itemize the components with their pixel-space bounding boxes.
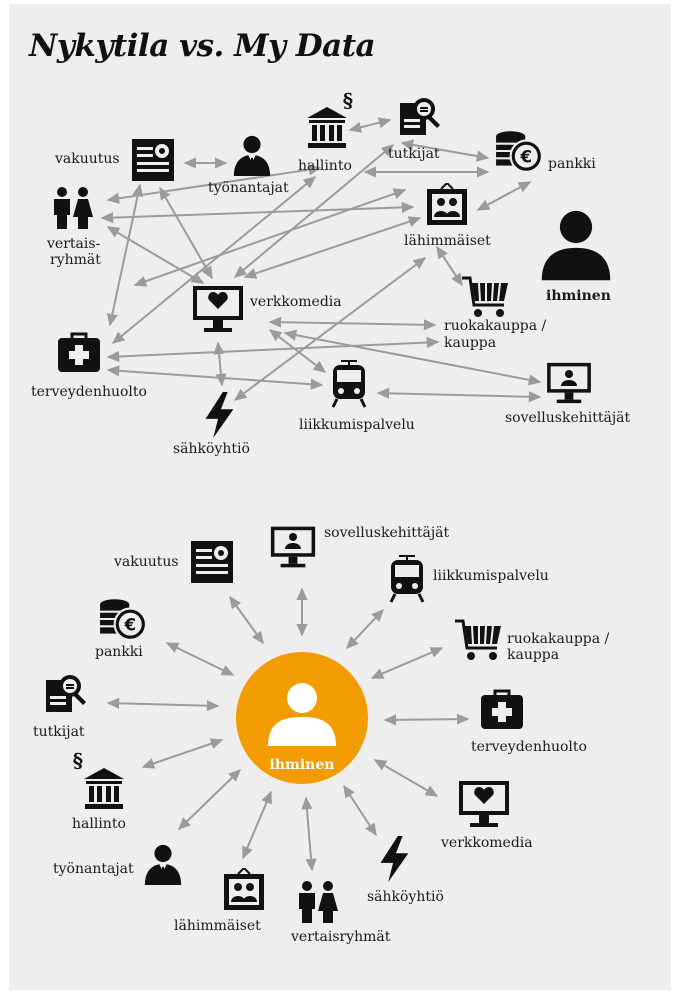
peer-group-icon xyxy=(299,881,338,923)
top-verkkomedia-node: verkkomedia xyxy=(193,286,342,332)
top-hallinto-node: hallinto xyxy=(298,90,354,174)
bottom-vakuutus-label: vakuutus xyxy=(113,554,179,570)
top-tutkijat-node: tutkijat xyxy=(388,98,440,162)
paragraph-sign-icon xyxy=(342,90,354,112)
top-ruokakauppa-label-2: kauppa xyxy=(444,335,496,351)
top-verkkomedia-label: verkkomedia xyxy=(249,294,342,310)
top-terveydenhuolto-label: terveydenhuolto xyxy=(31,384,147,400)
peer-group-icon xyxy=(54,187,93,229)
bottom-tutkijat-node: tutkijat xyxy=(33,675,86,740)
top-vertaisryhmat-node: vertais- ryhmät xyxy=(46,187,101,268)
government-building-icon xyxy=(307,107,347,148)
train-icon xyxy=(389,555,425,603)
top-sahkoyhtio-node: sähköyhtiö xyxy=(173,392,250,457)
bottom-tyonantajat-node: työnantajat xyxy=(53,844,182,885)
top-ruokakauppa-node: ruokakauppa / kauppa xyxy=(444,276,547,351)
employer-person-icon xyxy=(144,844,182,885)
employer-person-icon xyxy=(233,135,271,176)
shopping-cart-icon xyxy=(455,619,503,662)
insurance-document-icon xyxy=(191,541,233,583)
hub-person-icon xyxy=(268,683,336,746)
family-frame-icon xyxy=(223,868,265,911)
top-terveydenhuolto-node: terveydenhuolto xyxy=(31,332,147,400)
top-tyonantajat-label: työnantajat xyxy=(208,180,289,196)
bottom-sovelluskehittajat-node: sovelluskehittäjät xyxy=(270,525,450,568)
bottom-ruokakauppa-label-1: ruokakauppa / xyxy=(507,631,610,647)
top-ruokakauppa-label-1: ruokakauppa / xyxy=(444,318,547,334)
ihminen-hub: ihminen xyxy=(236,652,368,784)
medkit-icon xyxy=(57,332,101,374)
top-sovelluskehittajat-node: sovelluskehittäjät xyxy=(505,362,631,426)
hub-ihminen-label: ihminen xyxy=(270,757,335,773)
current-state-connections xyxy=(100,117,542,403)
medkit-icon xyxy=(480,689,524,731)
top-tyonantajat-node: työnantajat xyxy=(208,135,289,196)
top-vakuutus-node: vakuutus xyxy=(54,139,174,181)
bottom-vertaisryhmat-label: vertaisryhmät xyxy=(290,929,391,945)
top-lahimmaiset-node: lähimmäiset xyxy=(404,183,491,249)
top-ihminen-node: ihminen xyxy=(541,210,611,304)
insurance-document-icon xyxy=(132,139,174,181)
bottom-ruokakauppa-node: ruokakauppa / kauppa xyxy=(455,619,610,663)
bottom-vakuutus-node: vakuutus xyxy=(113,541,233,583)
family-frame-icon xyxy=(426,183,468,226)
bottom-vertaisryhmat-node: vertaisryhmät xyxy=(290,881,391,945)
bottom-sahkoyhtio-node: sähköyhtiö xyxy=(367,836,444,905)
top-lahimmaiset-label: lähimmäiset xyxy=(404,233,491,249)
bottom-terveydenhuolto-node: terveydenhuolto xyxy=(471,689,587,755)
top-vertaisryhmat-label-1: vertais- xyxy=(46,236,101,252)
bottom-lahimmaiset-node: lähimmäiset xyxy=(174,868,265,934)
top-vakuutus-label: vakuutus xyxy=(54,151,120,167)
bottom-sovelluskehittajat-label: sovelluskehittäjät xyxy=(324,525,450,541)
bottom-tyonantajat-label: työnantajat xyxy=(53,861,134,877)
coins-euro-icon xyxy=(99,598,147,641)
page-title: Nykytila vs. My Data xyxy=(29,28,376,64)
top-pankki-label: pankki xyxy=(548,156,596,172)
bottom-verkkomedia-node: verkkomedia xyxy=(440,781,533,851)
bottom-pankki-node: pankki xyxy=(95,598,147,660)
top-sahkoyhtio-label: sähköyhtiö xyxy=(173,441,250,457)
research-magnifier-icon xyxy=(46,675,86,712)
research-magnifier-icon xyxy=(400,98,440,135)
top-vertaisryhmat-label-2: ryhmät xyxy=(50,252,101,268)
lightning-bolt-icon xyxy=(205,392,234,438)
top-liikkumispalvelu-node: liikkumispalvelu xyxy=(299,360,415,433)
bottom-hallinto-node: hallinto xyxy=(72,750,126,832)
paragraph-sign-icon xyxy=(72,750,84,772)
coins-euro-icon xyxy=(495,130,543,173)
bottom-liikkumispalvelu-node: liikkumispalvelu xyxy=(389,555,549,603)
bottom-ruokakauppa-label-2: kauppa xyxy=(507,647,559,663)
top-sovelluskehittajat-label: sovelluskehittäjät xyxy=(505,410,631,426)
lightning-bolt-icon xyxy=(380,836,409,882)
bottom-lahimmaiset-label: lähimmäiset xyxy=(174,918,261,934)
bottom-hallinto-label: hallinto xyxy=(72,816,126,832)
government-building-icon xyxy=(84,768,124,809)
top-pankki-node: pankki xyxy=(495,130,596,173)
shopping-cart-icon xyxy=(462,276,510,319)
bottom-verkkomedia-label: verkkomedia xyxy=(440,835,533,851)
top-liikkumispalvelu-label: liikkumispalvelu xyxy=(299,417,415,433)
top-hallinto-label: hallinto xyxy=(298,158,352,174)
bottom-terveydenhuolto-label: terveydenhuolto xyxy=(471,739,587,755)
train-icon xyxy=(331,360,367,408)
bottom-sahkoyhtio-label: sähköyhtiö xyxy=(367,889,444,905)
bottom-liikkumispalvelu-label: liikkumispalvelu xyxy=(433,568,549,584)
top-ihminen-label: ihminen xyxy=(546,288,611,304)
bottom-tutkijat-label: tutkijat xyxy=(33,724,85,740)
human-icon xyxy=(541,210,611,281)
top-tutkijat-label: tutkijat xyxy=(388,146,440,162)
bottom-pankki-label: pankki xyxy=(95,644,143,660)
mydata-connections xyxy=(106,587,470,872)
